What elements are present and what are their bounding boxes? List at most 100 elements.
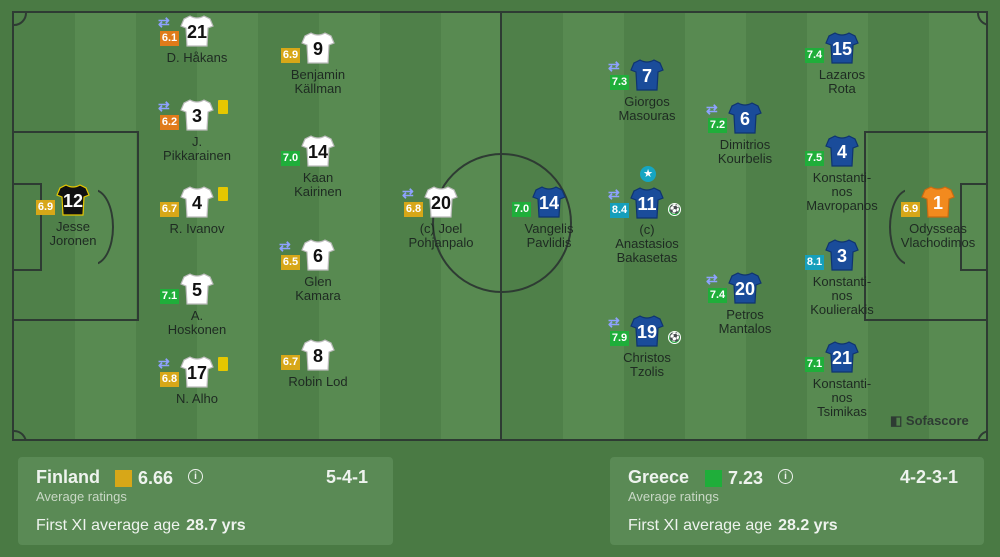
- home-formation: 5-4-1: [326, 467, 369, 487]
- jersey-number: 20: [430, 193, 452, 213]
- jersey-number: 19: [636, 322, 658, 342]
- player-rating: 6.9: [901, 202, 920, 217]
- player-name: Odysseas Vlachodimos: [900, 221, 976, 250]
- player-name: Konstanti- nos Tsimikas: [812, 376, 872, 419]
- player-rating: 7.3: [610, 75, 629, 90]
- player-rating: 8.4: [610, 203, 629, 218]
- jersey-number: 9: [312, 39, 323, 59]
- away-average-rating: 7.23: [728, 468, 764, 488]
- player-name: Christos Tzolis: [623, 350, 671, 379]
- player-rating: 7.1: [805, 357, 824, 372]
- player-name: Vangelis Pavlidis: [524, 221, 574, 250]
- jersey-number: 21: [831, 348, 853, 368]
- jersey-number: 6: [312, 246, 323, 266]
- info-icon[interactable]: i: [778, 469, 793, 484]
- pitch-stripe: [319, 13, 381, 439]
- sofascore-logo-icon: ◧ Sofascore: [890, 413, 969, 428]
- player-rating: 6.8: [404, 202, 423, 217]
- jersey-number: 4: [836, 142, 847, 162]
- player-rating: 6.2: [160, 115, 179, 130]
- jersey-number: 5: [191, 280, 202, 300]
- jersey-number: 4: [191, 193, 202, 213]
- player-rating: 7.4: [708, 288, 727, 303]
- home-average-rating: 6.66: [138, 468, 174, 488]
- away-age-row: First XI average age 28.2 yrs: [628, 517, 838, 535]
- sub-arrows-icon: ⇄: [706, 101, 718, 117]
- sub-arrows-icon: ⇄: [608, 58, 620, 74]
- away-team-card[interactable]: Greece 7.23 i Average ratings 4-2-3-1 Fi…: [610, 457, 984, 545]
- center-circle: [432, 153, 572, 293]
- jersey-number: 15: [831, 39, 853, 59]
- player-rating: 6.9: [281, 48, 300, 63]
- pitch-stripe: [746, 13, 808, 439]
- yellow-card-icon: [218, 187, 228, 201]
- sub-arrows-icon: ⇄: [706, 271, 718, 287]
- player-name: Konstanti- nos Koulierakis: [810, 274, 874, 317]
- player-name: Benjamin Källman: [290, 67, 346, 96]
- yellow-card-icon: [218, 100, 228, 114]
- player-rating: 7.0: [281, 151, 300, 166]
- jersey-number: 21: [186, 22, 208, 42]
- home-penalty-area: [14, 131, 139, 321]
- watermark-text: Sofascore: [905, 413, 969, 428]
- jersey-number: 20: [734, 279, 756, 299]
- home-average-color-box: [115, 470, 132, 487]
- away-age-label: First XI average age: [628, 517, 773, 534]
- sub-arrows-icon: ⇄: [608, 186, 620, 202]
- home-age-label: First XI average age: [36, 517, 181, 534]
- jersey-number: 7: [641, 66, 652, 86]
- player-name: Glen Kamara: [295, 274, 341, 303]
- away-average-color-box: [705, 470, 722, 487]
- jersey-number: 1: [932, 193, 943, 213]
- goal-ball-icon: ⚽: [668, 331, 681, 344]
- info-icon[interactable]: i: [188, 469, 203, 484]
- pitch-stripe: [929, 13, 986, 439]
- away-formation: 4-2-3-1: [900, 467, 959, 487]
- home-age-value: 28.7 yrs: [186, 517, 246, 534]
- player-name: (c) Joel Pohjanpalo: [408, 221, 474, 250]
- home-team-name: Finland: [36, 467, 100, 487]
- home-team-card[interactable]: Finland 6.66 i Average ratings 5-4-1 Fir…: [18, 457, 393, 545]
- star-icon: ★: [640, 166, 656, 182]
- jersey-icon: 20 7.4⇄: [706, 271, 762, 305]
- jersey-number: 6: [739, 109, 750, 129]
- away-age-value: 28.2 yrs: [778, 517, 838, 534]
- player-name: Kaan Kairinen: [294, 170, 342, 199]
- player-rating: 7.9: [610, 331, 629, 346]
